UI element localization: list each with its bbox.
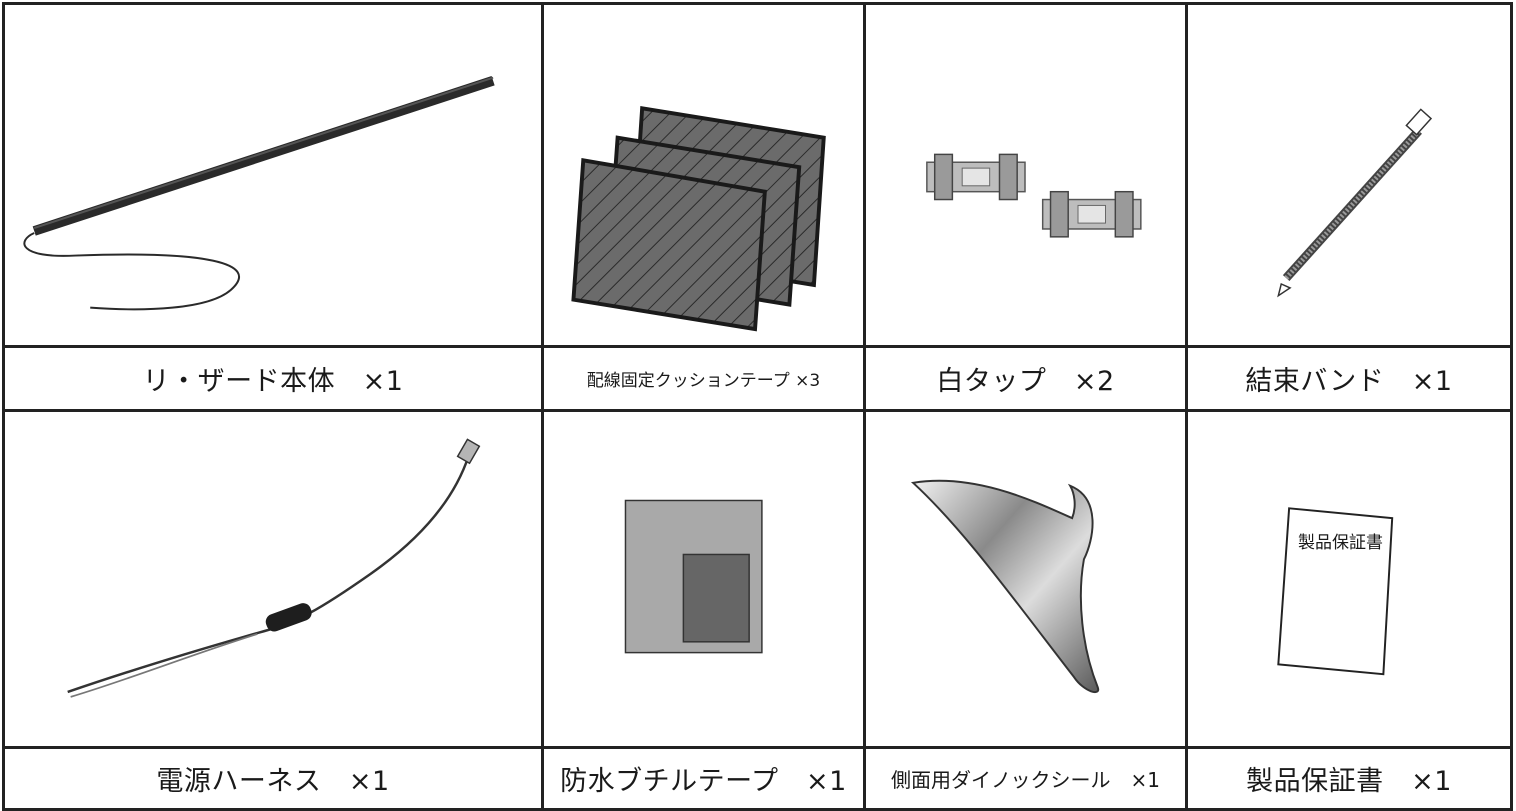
cell-image-cable-tie [1185, 2, 1513, 348]
label-lizard-body: リ・ザード本体 ×1 [2, 345, 544, 412]
warranty-card-text: 製品保証書 [1298, 533, 1383, 553]
label-warranty: 製品保証書 ×1 [1185, 746, 1513, 811]
cell-image-dinoc-seal [863, 409, 1188, 749]
label-power-harness: 電源ハーネス ×1 [2, 746, 544, 811]
power-harness-icon [67, 438, 481, 698]
cell-image-butyl-tape [541, 409, 866, 749]
dinoc-seal-icon [910, 479, 1100, 694]
cell-image-warranty [1185, 409, 1513, 749]
cushion-tape-icon [571, 105, 826, 332]
label-cable-tie: 結束バンド ×1 [1185, 345, 1513, 412]
warranty-card-icon [1277, 507, 1394, 676]
cell-image-white-tap [863, 2, 1188, 348]
cell-image-lizard-body [2, 2, 544, 348]
lizard-body-icon [23, 75, 495, 311]
label-butyl-tape: 防水ブチルテープ ×1 [541, 746, 866, 811]
cell-image-cushion-tape [541, 2, 866, 348]
cell-image-power-harness [2, 409, 544, 749]
label-cushion-tape: 配線固定クッションテープ ×3 [541, 345, 866, 412]
cable-tie-icon [1277, 108, 1433, 298]
label-dinoc-seal: 側面用ダイノックシール ×1 [863, 746, 1188, 811]
label-white-tap: 白タップ ×2 [863, 345, 1188, 412]
white-tap-icon [926, 153, 1142, 238]
butyl-tape-icon [624, 499, 763, 654]
